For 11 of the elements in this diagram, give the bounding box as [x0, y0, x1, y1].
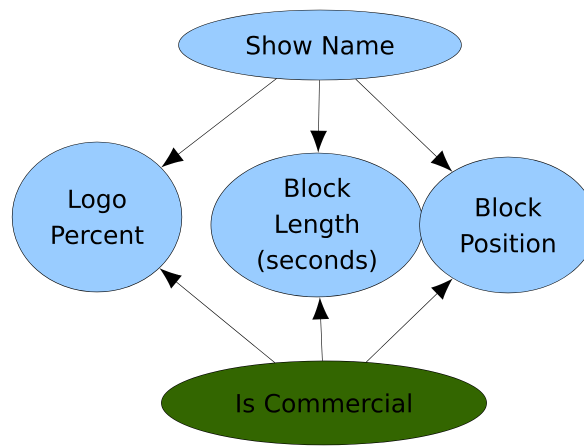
arrow	[355, 78, 452, 172]
ellipse-node: Is Commercial	[161, 360, 487, 446]
ellipse-node: Block Position	[419, 156, 584, 294]
arrow	[366, 278, 452, 362]
arrow	[160, 268, 276, 363]
arrow	[310, 80, 327, 152]
ellipse-node: Logo Percent	[12, 142, 182, 292]
arrow	[162, 78, 277, 168]
ellipse-node: Block Length (seconds)	[210, 152, 424, 298]
arrow	[312, 298, 329, 361]
ellipse-node: Show Name	[178, 10, 462, 80]
